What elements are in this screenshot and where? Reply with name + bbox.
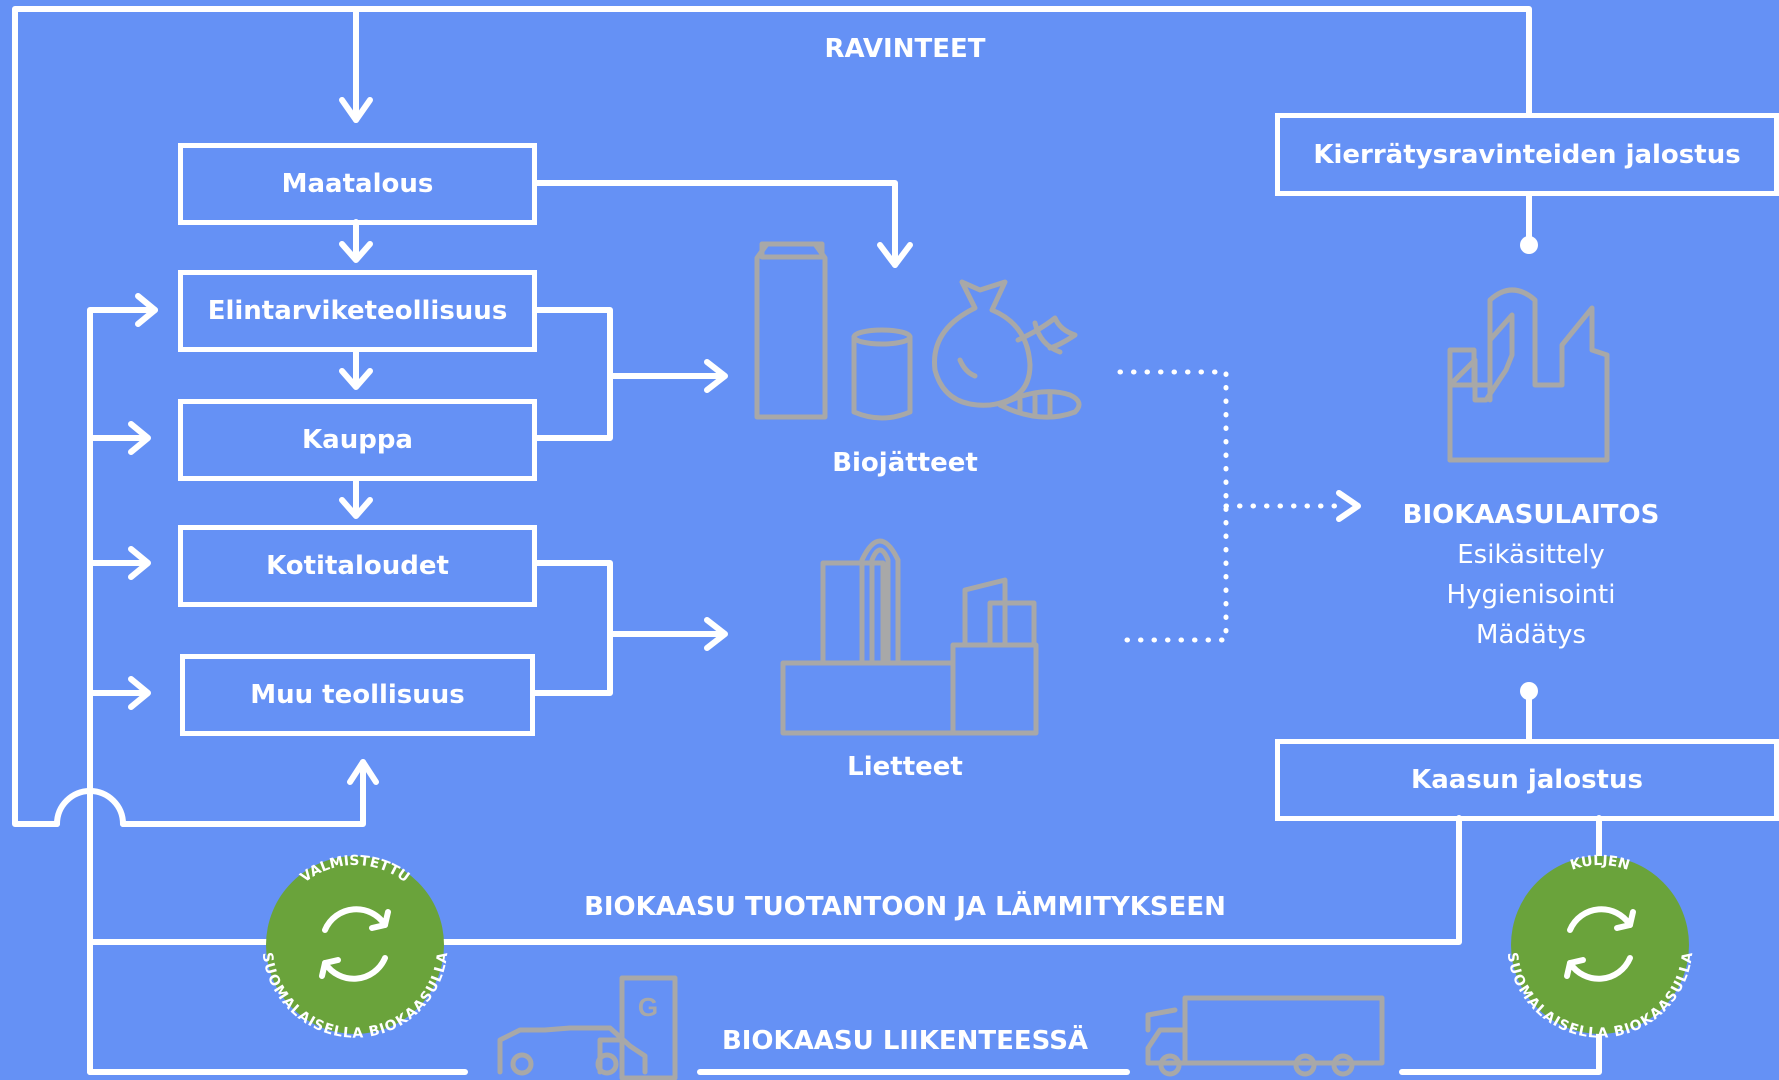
recycle-icon bbox=[319, 906, 391, 982]
biogas-production-line bbox=[437, 815, 1462, 945]
arrow-maatalous-elintarvike bbox=[339, 219, 373, 263]
gas-refining-box: Kaasun jalostus bbox=[1275, 739, 1779, 821]
svg-text:KULJEN: KULJEN bbox=[1568, 853, 1631, 874]
source-box-elintarviketeollisuus: Elintarviketeollisuus bbox=[178, 270, 537, 352]
biogas-production-label: BIOKAASU TUOTANTOON JA LÄMMITYKSEEN bbox=[584, 892, 1226, 922]
arrow-kauppa-kotitalous bbox=[339, 476, 373, 519]
collector-lower bbox=[532, 560, 613, 696]
plant-title: BIOKAASULAITOS bbox=[1402, 500, 1660, 530]
banana-peel-icon bbox=[1015, 315, 1078, 355]
left-trunk-line bbox=[87, 307, 158, 1075]
badge-right: KULJEN SUOMALAISELLA BIOKAASULLA bbox=[1504, 853, 1697, 1042]
factory-icon bbox=[1447, 287, 1610, 463]
nutrient-loop-line bbox=[12, 6, 1532, 827]
plant-step: Esikäsittely bbox=[1457, 540, 1605, 570]
badge-right-top-text: KULJEN bbox=[1568, 853, 1631, 874]
source-box-muu-teollisuus: Muu teollisuus bbox=[180, 654, 535, 736]
plant-step: Mädätys bbox=[1476, 620, 1586, 650]
junction-dot-top bbox=[1520, 236, 1538, 254]
fuel-pump-letter: G bbox=[638, 992, 658, 1022]
source-box-kauppa: Kauppa bbox=[178, 399, 537, 481]
arrow-head-down-maatalous bbox=[339, 97, 373, 123]
industrial-plant-icon bbox=[780, 538, 1039, 736]
biowaste-dotted-line bbox=[1117, 369, 1229, 643]
collector-upper bbox=[532, 307, 613, 441]
badge-left: VALMISTETTU SUOMALAISELLA BIOKAASULLA bbox=[259, 853, 452, 1042]
plant-step: Hygienisointi bbox=[1446, 580, 1616, 610]
arrow-elintarvike-kauppa bbox=[339, 347, 373, 390]
maatalous-to-biowaste-line bbox=[532, 180, 898, 268]
loop-bottom-line bbox=[120, 759, 366, 827]
junction-dot-bottom bbox=[1520, 682, 1538, 700]
arrow-head-up-muu bbox=[347, 759, 379, 785]
milk-carton-icon bbox=[754, 241, 828, 420]
recycle-icon bbox=[1564, 906, 1636, 982]
fish-bones-icon bbox=[997, 389, 1082, 420]
sludge-label: Lietteet bbox=[847, 752, 963, 782]
can-icon bbox=[851, 327, 913, 421]
biowaste-label: Biojätteet bbox=[832, 448, 978, 478]
source-box-kotitaloudet: Kotitaloudet bbox=[178, 525, 537, 607]
nutrient-refining-box: Kierrätysravinteiden jalostus bbox=[1275, 113, 1779, 196]
nutrients-flow-label: RAVINTEET bbox=[824, 34, 986, 64]
source-box-maatalous: Maatalous bbox=[178, 143, 537, 225]
gas-pump-icon bbox=[597, 975, 678, 1080]
biogas-traffic-label: BIOKAASU LIIKENTEESSÄ bbox=[721, 1026, 1089, 1056]
trash-bag-icon bbox=[932, 279, 1033, 408]
truck-icon bbox=[1145, 995, 1385, 1077]
